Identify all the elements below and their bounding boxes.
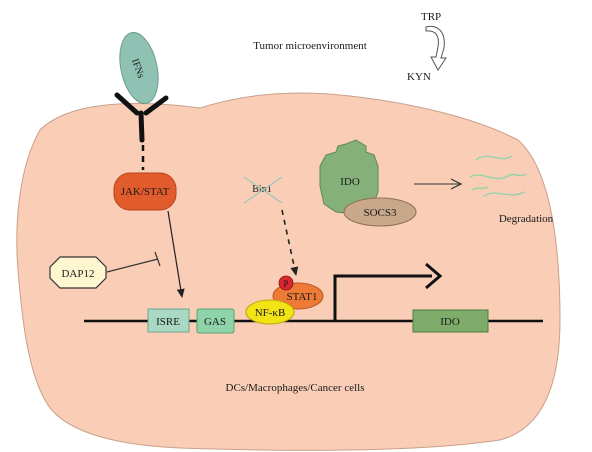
dap12-label: DAP12 xyxy=(61,268,94,280)
phospho-badge xyxy=(278,275,294,291)
ido-protein-label: IDO xyxy=(340,176,360,188)
degradation-fragments-icon xyxy=(469,155,527,197)
nfkb-label: NF-κB xyxy=(255,307,286,319)
socs3-node xyxy=(343,197,417,227)
stat1-label: STAT1 xyxy=(287,291,318,303)
ifn-ligand xyxy=(119,32,159,104)
inhibition-icon xyxy=(106,251,161,273)
degradation-label: Degradation xyxy=(499,213,554,225)
cross-icon xyxy=(243,176,283,204)
isre-box xyxy=(147,308,190,333)
nfkb-node xyxy=(245,299,295,325)
socs3-label: SOCS3 xyxy=(363,207,397,219)
jak-stat-label: JAK/STAT xyxy=(121,186,170,198)
trp-kyn-arrow-icon xyxy=(425,25,447,71)
kyn-label: KYN xyxy=(407,71,431,83)
isre-label: ISRE xyxy=(156,316,180,328)
environment-label: Tumor microenvironment xyxy=(253,40,367,52)
jak-stat-arrow xyxy=(167,210,185,298)
trp-label: TRP xyxy=(421,11,441,23)
bin1-dashed-arrow xyxy=(281,209,299,276)
cell-type-label: DCs/Macrophages/Cancer cells xyxy=(226,382,365,394)
ido-gene-box xyxy=(412,309,489,333)
promoter-arrow-icon xyxy=(333,262,443,321)
dap12-node xyxy=(49,256,107,289)
gas-label: GAS xyxy=(204,316,226,328)
receptor-icon xyxy=(114,92,169,143)
ido-gene-label: IDO xyxy=(440,316,460,328)
phospho-label: P xyxy=(283,279,288,289)
gas-box xyxy=(196,308,235,334)
jak-stat-node xyxy=(113,172,177,211)
